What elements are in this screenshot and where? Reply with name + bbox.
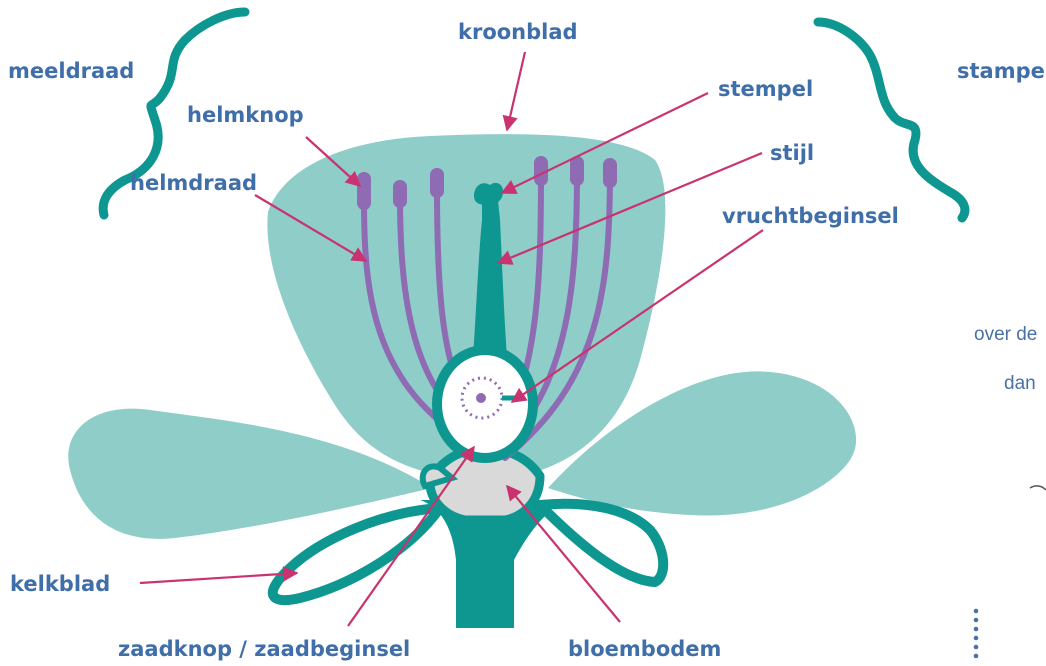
label-stamper: stamper — [957, 59, 1046, 83]
label-helmdraad: helmdraad — [130, 171, 257, 195]
right-small-sepal — [540, 504, 663, 582]
stigma — [474, 183, 503, 205]
arrow-kroonblad — [507, 52, 525, 130]
ovary — [437, 350, 533, 458]
dotted-line — [974, 609, 979, 659]
edge-mark — [1030, 486, 1046, 490]
label-stijl: stijl — [770, 141, 814, 165]
label-vruchtbeginsel: vruchtbeginsel — [722, 204, 899, 228]
label-meeldraad: meeldraad — [8, 59, 134, 83]
anther — [430, 168, 444, 198]
anther — [357, 172, 371, 210]
brace-right — [818, 22, 965, 218]
left-small-sepal — [273, 508, 440, 600]
anther — [570, 156, 584, 186]
side-text-line2: dan — [1004, 373, 1036, 394]
label-zaadknop: zaadknop / zaadbeginsel — [118, 637, 410, 661]
label-helmknop: helmknop — [187, 103, 304, 127]
anther — [603, 158, 617, 188]
label-stempel: stempel — [718, 77, 813, 101]
anther — [393, 180, 407, 208]
label-kelkblad: kelkblad — [10, 572, 110, 596]
label-kroonblad: kroonblad — [458, 20, 578, 44]
label-bloembodem: bloembodem — [568, 637, 721, 661]
side-text-line1: over de — [974, 324, 1037, 345]
